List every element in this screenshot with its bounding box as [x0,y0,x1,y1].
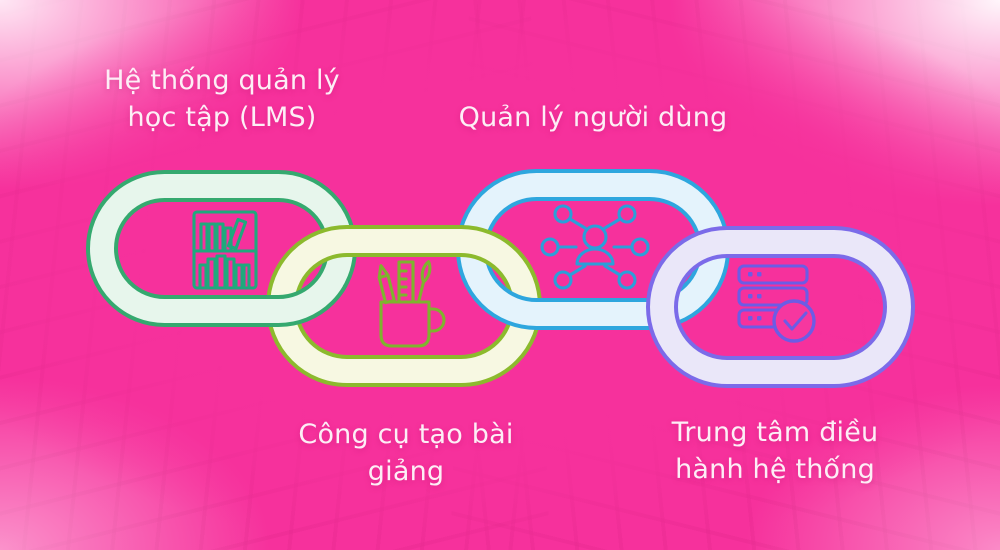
server-check-icon [737,264,816,343]
label-authoring-line2: giảng [367,456,445,487]
label-users: Quản lý người dùng [413,99,773,136]
label-lms: Hệ thống quản lý học tập (LMS) [42,62,402,136]
label-ops-line2: hành hệ thống [675,454,875,485]
bookshelf-icon [192,210,258,290]
label-authoring: Công cụ tạo bài giảng [226,416,586,490]
label-ops-line1: Trung tâm điều [671,417,879,448]
label-lms-line1: Hệ thống quản lý [104,65,340,96]
label-ops: Trung tâm điều hành hệ thống [595,414,955,488]
user-network-icon [540,204,650,290]
label-users-line1: Quản lý người dùng [458,102,728,133]
label-authoring-line1: Công cụ tạo bài [298,419,514,450]
chain-link-ops [645,226,916,388]
stationery-cup-icon [377,260,446,348]
label-lms-line2: học tập (LMS) [127,102,317,133]
